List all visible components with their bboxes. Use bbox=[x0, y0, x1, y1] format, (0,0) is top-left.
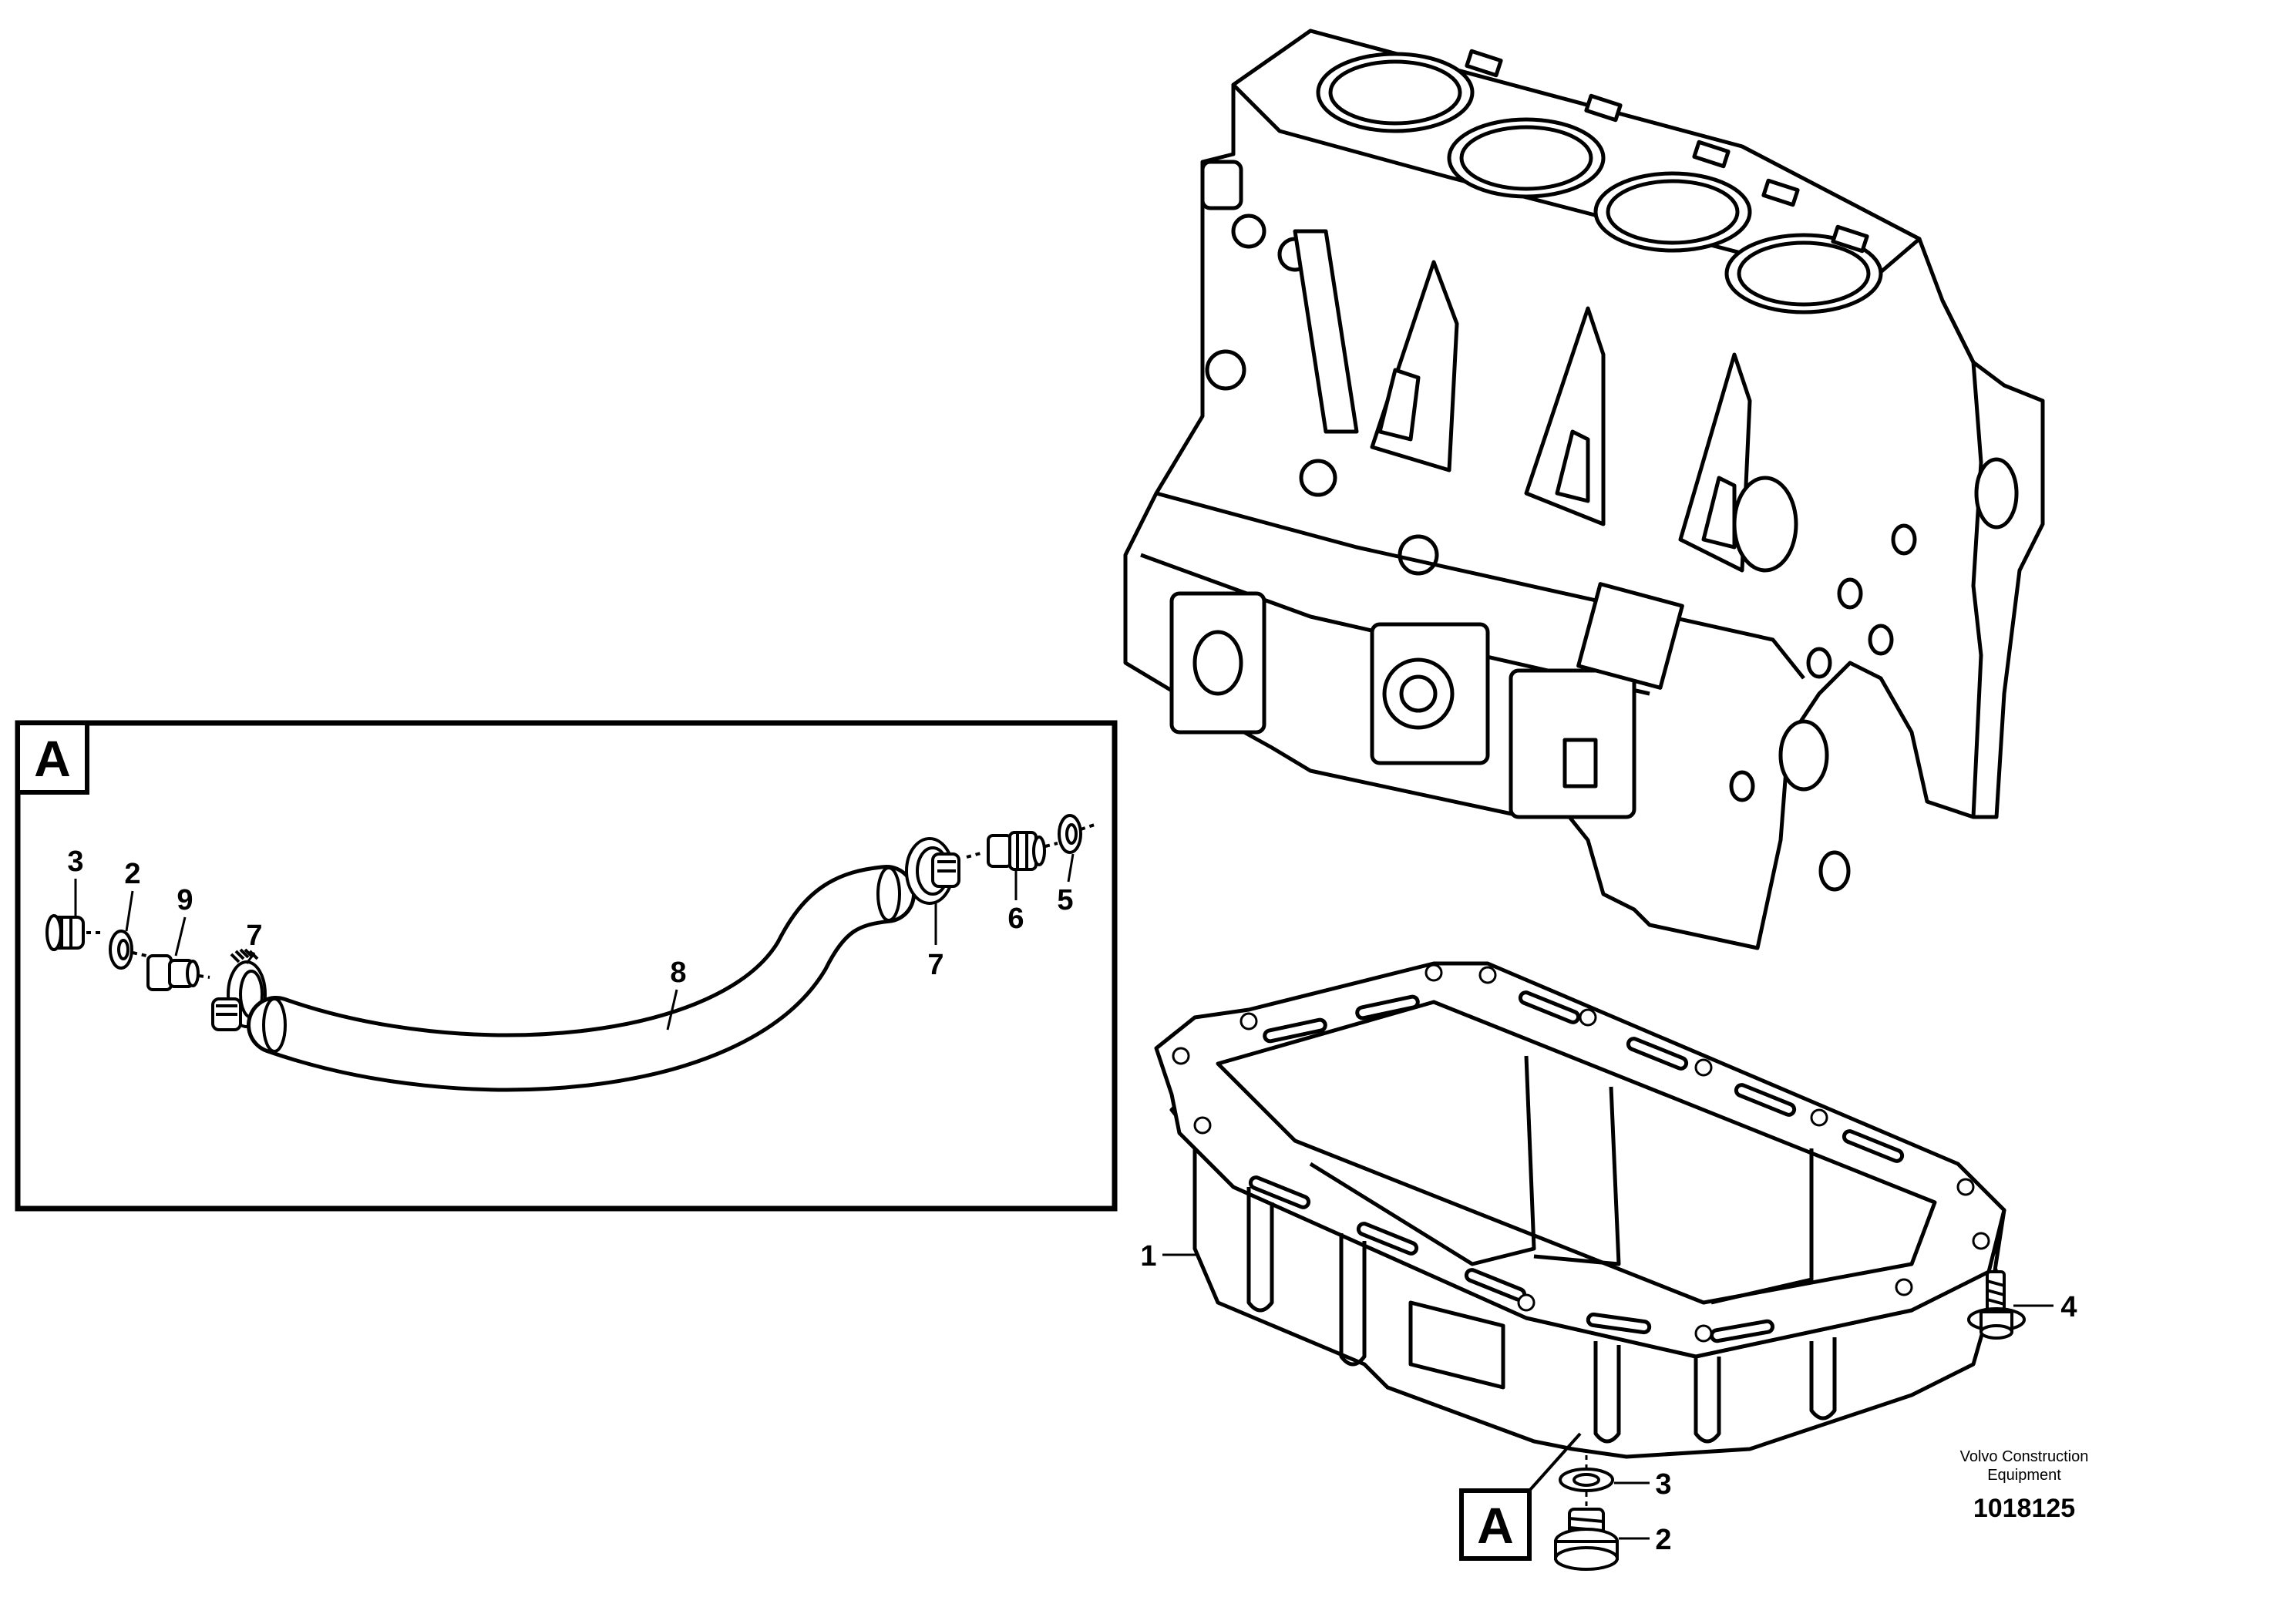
callout-seal-ring: 5 bbox=[1057, 884, 1073, 916]
callout-drain-washer: 3 bbox=[1655, 1468, 1671, 1501]
callout-clamp-left: 7 bbox=[246, 920, 262, 952]
view-a-marker-label: A bbox=[1477, 1497, 1514, 1554]
callout-hose: 8 bbox=[670, 957, 686, 989]
callout-drain-plug: 2 bbox=[1655, 1524, 1671, 1556]
brand-line-2: Equipment bbox=[1987, 1467, 2061, 1484]
callout-nipple: 9 bbox=[177, 884, 193, 916]
view-a-marker-box bbox=[1459, 1488, 1532, 1561]
pan-leaders bbox=[1162, 1253, 2054, 1540]
callout-flange-screw: 4 bbox=[2060, 1291, 2077, 1323]
union-part bbox=[987, 831, 1058, 871]
detail-a-panel: A bbox=[15, 720, 1118, 1212]
washer-part bbox=[109, 930, 147, 970]
seal-ring-part bbox=[1058, 814, 1095, 854]
callout-clamp-right: 7 bbox=[927, 949, 944, 981]
flange-screw-part bbox=[1967, 1270, 2026, 1340]
nipple-part bbox=[146, 954, 210, 991]
detail-a-frame bbox=[15, 720, 1118, 1212]
document-number: 1018125 bbox=[1973, 1494, 2075, 1523]
brand-line-1: Volvo Construction bbox=[1960, 1448, 2089, 1465]
detail-a-label: A bbox=[34, 730, 71, 787]
view-a-marker: A bbox=[1459, 1432, 1582, 1561]
hose-part bbox=[247, 865, 916, 1092]
oil-pan bbox=[1154, 961, 2006, 1459]
clamp-right-part bbox=[905, 837, 960, 905]
plug-part bbox=[45, 914, 100, 951]
callout-washer: 2 bbox=[124, 858, 140, 890]
drain-plug-part bbox=[1554, 1508, 1619, 1571]
detail-a-label-box bbox=[15, 721, 89, 795]
drain-washer-part bbox=[1559, 1468, 1614, 1492]
callout-union: 6 bbox=[1007, 903, 1024, 935]
detail-leaders bbox=[74, 853, 1075, 1031]
oil-pan-opening bbox=[1216, 1000, 1937, 1305]
engine-block bbox=[1123, 29, 2045, 950]
callout-plug: 3 bbox=[67, 846, 83, 878]
callout-oil-pan: 1 bbox=[1140, 1240, 1156, 1273]
view-a-marker-leader bbox=[1528, 1432, 1582, 1492]
